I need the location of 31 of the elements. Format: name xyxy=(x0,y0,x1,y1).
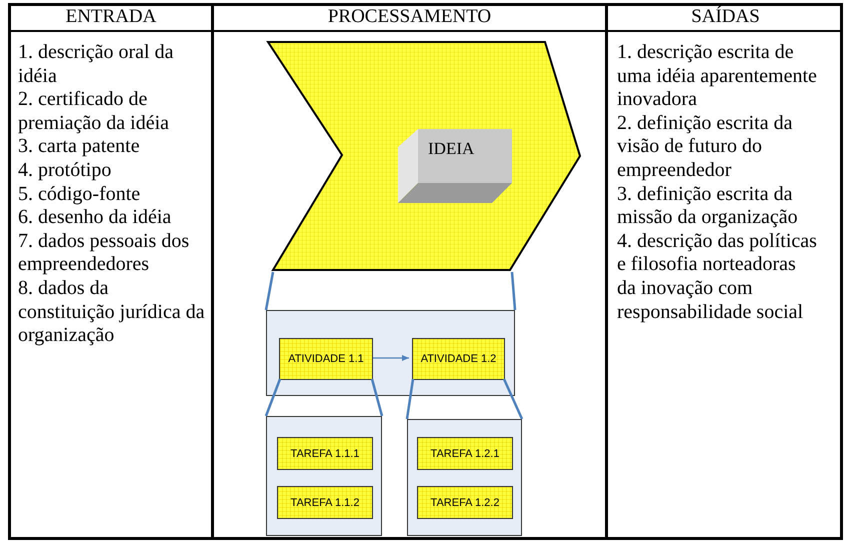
connector-line xyxy=(502,378,524,420)
list-item: 3. carta patente xyxy=(18,135,141,159)
list-item: 3. definição escrita da missão da organização xyxy=(617,182,799,230)
task-box: TAREFA 1.2.1 xyxy=(417,437,513,470)
list-item: 1. descrição oral da idéia xyxy=(18,41,174,88)
task-box: TAREFA 1.2.2 xyxy=(417,486,513,519)
list-item: 4. descrição das políticas e filosofia norteadoras da inovação com responsabilidade social xyxy=(617,230,817,324)
column-header: ENTRADA xyxy=(64,5,158,29)
list-item: 2. definição escrita da visão de futuro do empreendedor xyxy=(617,112,794,183)
connector-line xyxy=(406,378,414,420)
group-panel xyxy=(407,419,522,536)
group-panel xyxy=(266,310,515,396)
list-item: 4. protótipo xyxy=(18,158,112,183)
activity-box: ATIVIDADE 1.1 xyxy=(279,338,373,380)
connector-line xyxy=(264,272,274,310)
connector-line xyxy=(370,378,384,416)
group-panel xyxy=(266,416,382,536)
list-item: 5. código-fonte xyxy=(18,182,142,206)
list-item: 6. desenho da idéia xyxy=(18,206,172,230)
arrow xyxy=(373,355,409,361)
column-header: PROCESSAMENTO xyxy=(326,5,492,29)
activity-box: ATIVIDADE 1.2 xyxy=(412,338,505,380)
column-header: SAÍDAS xyxy=(690,5,761,29)
list-item: 2. certificado de premiação da idéia xyxy=(18,88,170,136)
connector-line xyxy=(510,272,516,310)
task-box: TAREFA 1.1.2 xyxy=(277,486,373,519)
connector-line xyxy=(264,378,282,416)
list-item: 1. descrição escrita de uma idéia aparentemente inovadora xyxy=(617,41,817,112)
list-item: 8. dados da constituição jurídica da organização xyxy=(18,276,206,348)
list-item: 7. dados pessoais dos empreendedores xyxy=(18,230,190,277)
task-box: TAREFA 1.1.1 xyxy=(277,437,373,470)
